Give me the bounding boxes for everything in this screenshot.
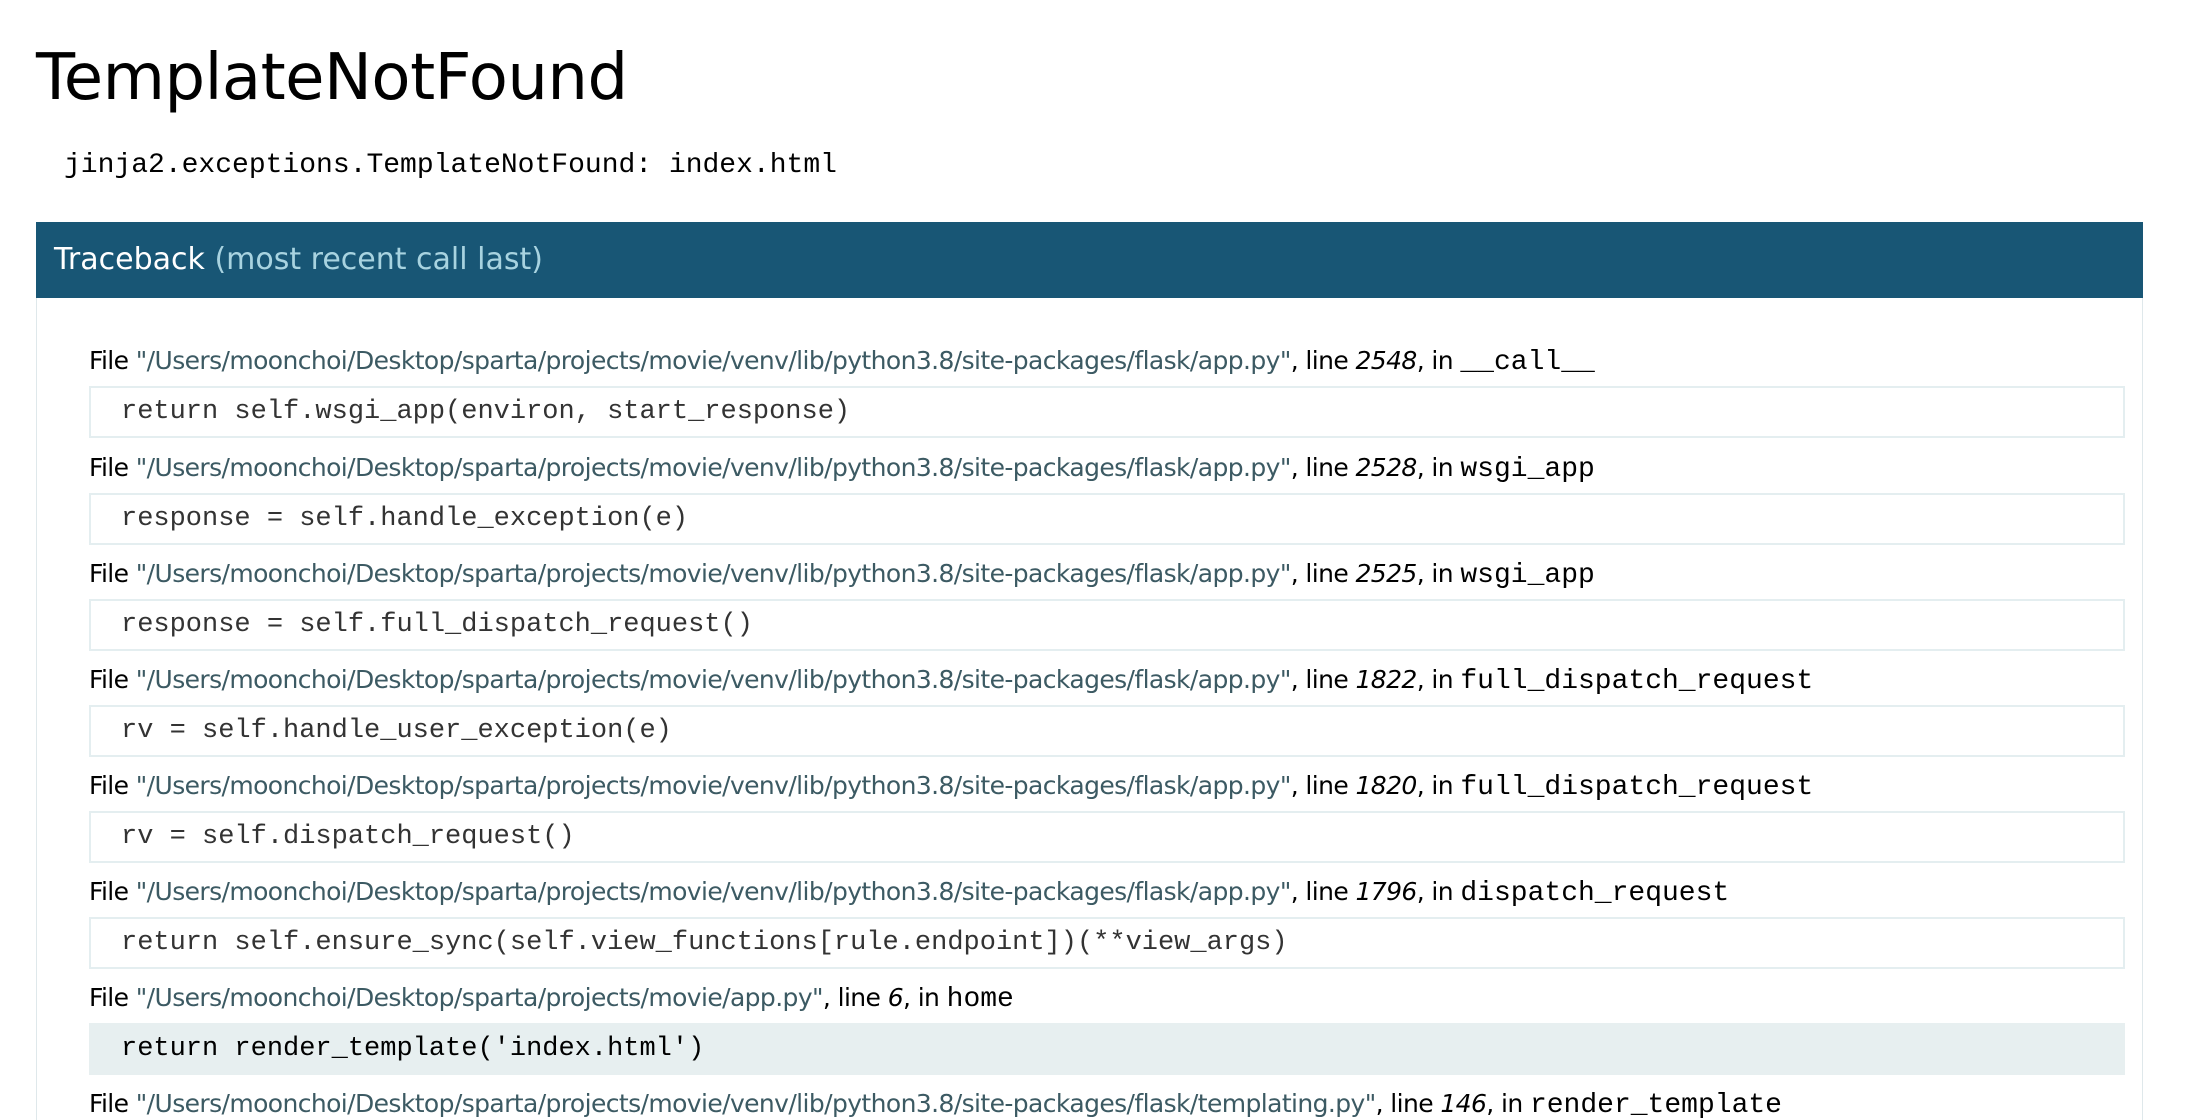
frame-filename: "/Users/moonchoi/Desktop/sparta/projects… xyxy=(135,665,1292,694)
frame-location: File "/Users/moonchoi/Desktop/sparta/pro… xyxy=(89,761,2125,811)
frame-line-number: 1796 xyxy=(1355,877,1418,906)
frame-line-number: 2548 xyxy=(1355,346,1418,375)
file-prefix: File xyxy=(89,771,136,800)
frame-line-number: 1820 xyxy=(1355,771,1418,800)
in-prefix: , in xyxy=(1416,877,1461,906)
file-prefix: File xyxy=(89,453,136,482)
traceback-frame: File "/Users/moonchoi/Desktop/sparta/pro… xyxy=(89,549,2125,651)
frame-code-line-current[interactable]: return render_template('index.html') xyxy=(89,1023,2125,1075)
line-prefix: , line xyxy=(1290,771,1356,800)
in-prefix: , in xyxy=(1416,771,1461,800)
frame-filename: "/Users/moonchoi/Desktop/sparta/projects… xyxy=(135,877,1292,906)
frame-filename: "/Users/moonchoi/Desktop/sparta/projects… xyxy=(135,559,1292,588)
frame-function: full_dispatch_request xyxy=(1460,772,1814,803)
frame-location: File "/Users/moonchoi/Desktop/sparta/pro… xyxy=(89,549,2125,599)
frame-function: wsgi_app xyxy=(1460,560,1595,591)
line-prefix: , line xyxy=(1290,346,1356,375)
line-prefix: , line xyxy=(822,983,888,1012)
traceback-frame: File "/Users/moonchoi/Desktop/sparta/pro… xyxy=(89,867,2125,969)
traceback-frame: File "/Users/moonchoi/Desktop/sparta/pro… xyxy=(89,443,2125,545)
file-prefix: File xyxy=(89,983,136,1012)
frame-function: wsgi_app xyxy=(1460,454,1595,485)
page-title: TemplateNotFound xyxy=(36,41,628,115)
line-prefix: , line xyxy=(1375,1089,1441,1118)
in-prefix: , in xyxy=(1486,1089,1530,1118)
traceback-frame: File "/Users/moonchoi/Desktop/sparta/pro… xyxy=(89,655,2125,757)
file-prefix: File xyxy=(89,346,136,375)
frame-function: dispatch_request xyxy=(1460,878,1730,909)
frame-code-line[interactable]: response = self.full_dispatch_request() xyxy=(89,599,2125,651)
frame-location: File "/Users/moonchoi/Desktop/sparta/pro… xyxy=(89,655,2125,705)
frame-filename: "/Users/moonchoi/Desktop/sparta/projects… xyxy=(135,983,824,1012)
frame-location: File "/Users/moonchoi/Desktop/sparta/pro… xyxy=(89,973,2125,1023)
traceback-header: Traceback (most recent call last) xyxy=(36,222,2143,298)
frame-code-line[interactable]: response = self.handle_exception(e) xyxy=(89,493,2125,545)
file-prefix: File xyxy=(89,559,136,588)
in-prefix: , in xyxy=(1416,665,1461,694)
line-prefix: , line xyxy=(1290,559,1356,588)
line-prefix: , line xyxy=(1290,665,1356,694)
file-prefix: File xyxy=(89,877,136,906)
frame-filename: "/Users/moonchoi/Desktop/sparta/projects… xyxy=(135,1089,1376,1118)
traceback-header-subtitle: (most recent call last) xyxy=(214,242,543,277)
file-prefix: File xyxy=(89,665,136,694)
traceback-frame: File "/Users/moonchoi/Desktop/sparta/pro… xyxy=(89,336,2125,438)
frame-line-number: 2525 xyxy=(1355,559,1418,588)
in-prefix: , in xyxy=(1416,559,1461,588)
frame-filename: "/Users/moonchoi/Desktop/sparta/projects… xyxy=(135,771,1292,800)
frame-location: File "/Users/moonchoi/Desktop/sparta/pro… xyxy=(89,443,2125,493)
frame-location: File "/Users/moonchoi/Desktop/sparta/pro… xyxy=(89,867,2125,917)
frame-function: home xyxy=(946,984,1014,1015)
frame-function: render_template xyxy=(1529,1090,1782,1120)
frame-line-number: 6 xyxy=(887,983,904,1012)
frame-code-line[interactable]: return self.wsgi_app(environ, start_resp… xyxy=(89,386,2125,438)
frame-location: File "/Users/moonchoi/Desktop/sparta/pro… xyxy=(89,336,2125,386)
in-prefix: , in xyxy=(1416,346,1461,375)
error-message: jinja2.exceptions.TemplateNotFound: inde… xyxy=(64,150,837,181)
frame-line-number: 146 xyxy=(1440,1089,1487,1118)
traceback-frame: File "/Users/moonchoi/Desktop/sparta/pro… xyxy=(89,761,2125,863)
frame-line-number: 2528 xyxy=(1355,453,1418,482)
frame-filename: "/Users/moonchoi/Desktop/sparta/projects… xyxy=(135,453,1292,482)
line-prefix: , line xyxy=(1290,877,1356,906)
line-prefix: , line xyxy=(1290,453,1356,482)
frame-location: File "/Users/moonchoi/Desktop/sparta/pro… xyxy=(89,1079,2125,1120)
frame-code-line[interactable]: return self.ensure_sync(self.view_functi… xyxy=(89,917,2125,969)
frame-line-number: 1822 xyxy=(1355,665,1418,694)
traceback-frame-current: File "/Users/moonchoi/Desktop/sparta/pro… xyxy=(89,973,2125,1075)
frame-function: __call__ xyxy=(1460,347,1595,378)
frame-function: full_dispatch_request xyxy=(1460,666,1814,697)
traceback-frame: File "/Users/moonchoi/Desktop/sparta/pro… xyxy=(89,1079,2125,1120)
in-prefix: , in xyxy=(903,983,947,1012)
traceback-header-label: Traceback xyxy=(54,242,205,277)
file-prefix: File xyxy=(89,1089,136,1118)
frame-code-line[interactable]: rv = self.dispatch_request() xyxy=(89,811,2125,863)
frame-code-line[interactable]: rv = self.handle_user_exception(e) xyxy=(89,705,2125,757)
in-prefix: , in xyxy=(1416,453,1461,482)
traceback-panel: Traceback (most recent call last) File "… xyxy=(36,222,2143,1120)
frame-filename: "/Users/moonchoi/Desktop/sparta/projects… xyxy=(135,346,1292,375)
